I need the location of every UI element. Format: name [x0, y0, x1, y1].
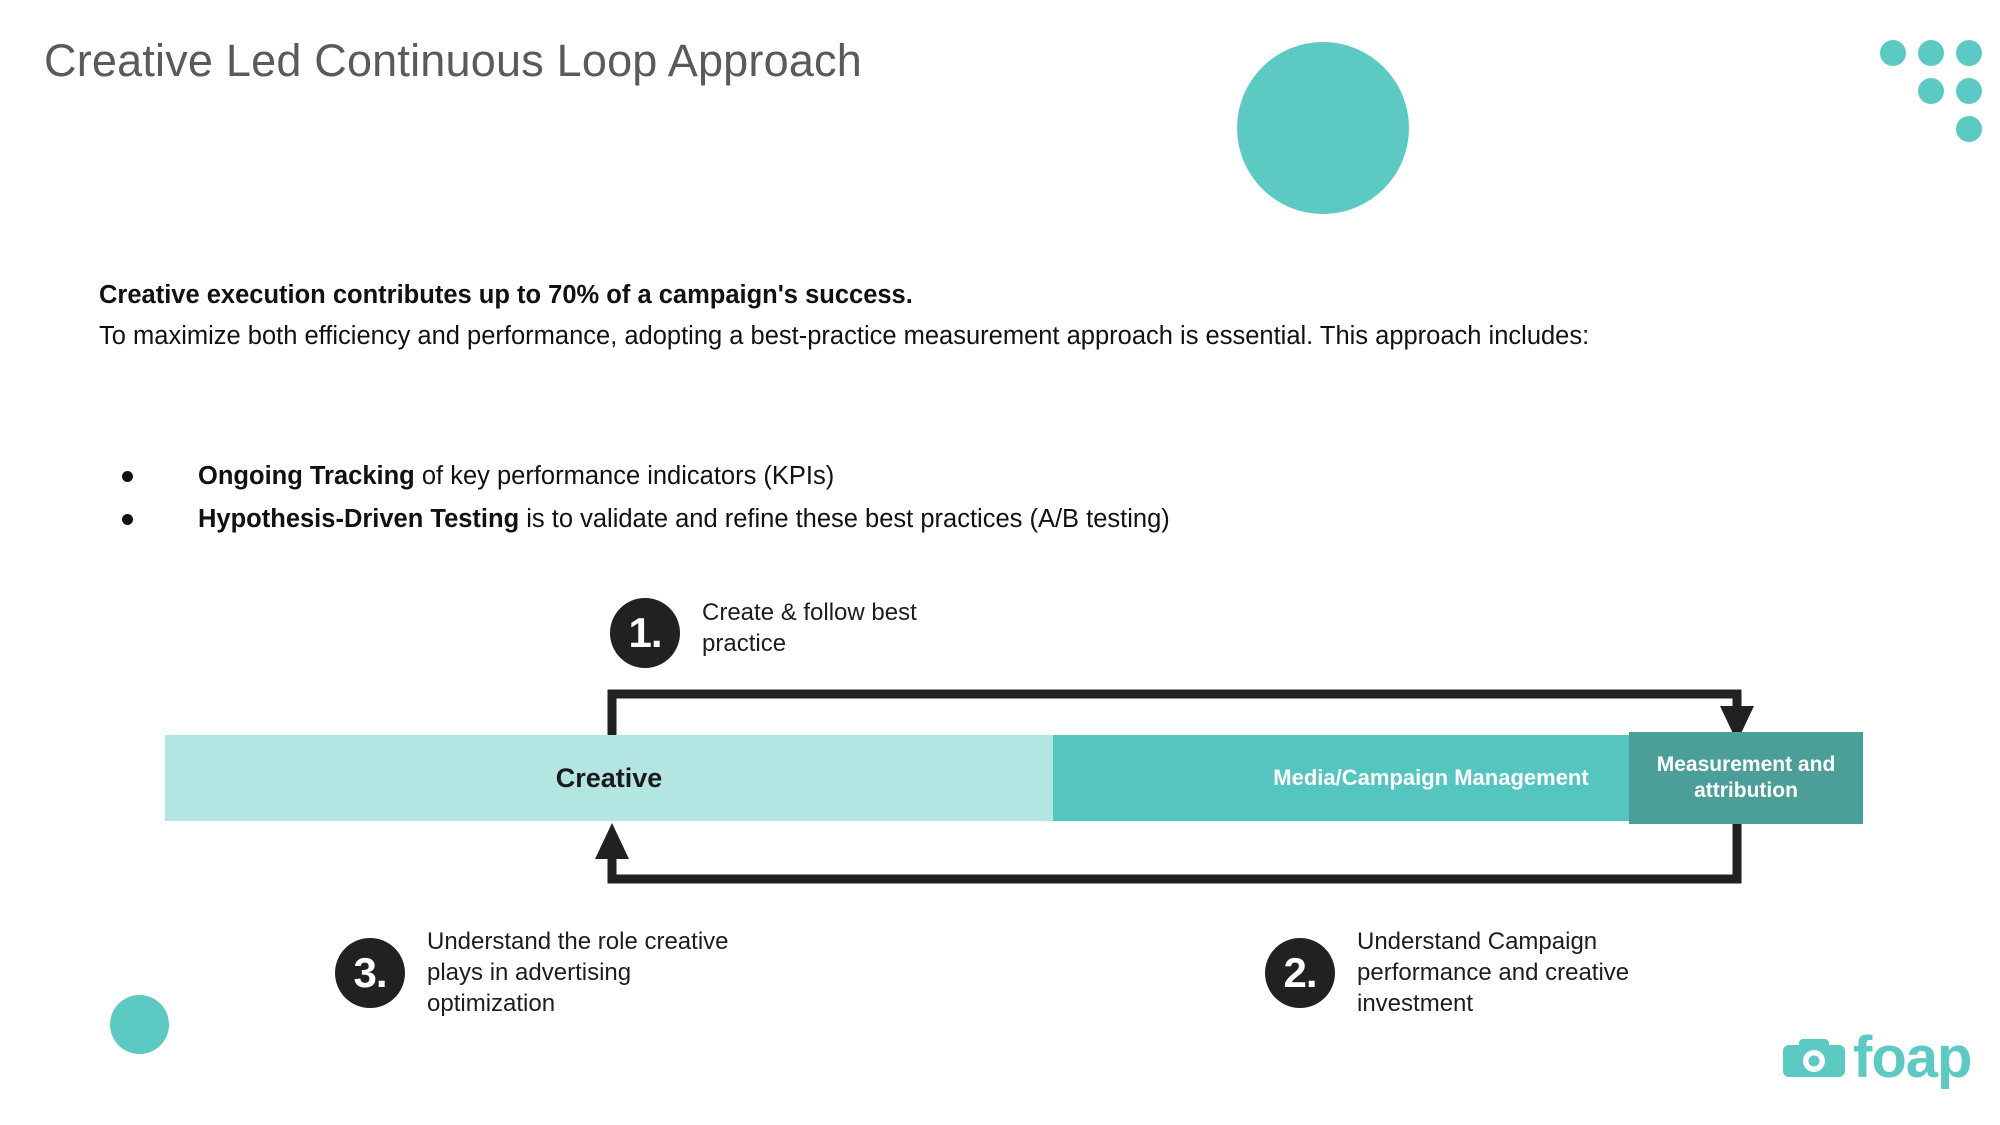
step-text-1: Create & follow best practice — [702, 599, 917, 657]
step-badge-1: 1. — [610, 598, 680, 668]
step-marker-1: 1. Create & follow best practice — [610, 598, 917, 668]
body-lead-line: Creative execution contributes up to 70%… — [99, 281, 913, 309]
step-marker-2: 2. Understand Campaign performance and c… — [1265, 928, 1629, 1019]
grid-dot — [1956, 116, 1982, 142]
foap-wordmark: foap — [1853, 1025, 1972, 1090]
decorative-circle-large — [1237, 42, 1409, 214]
bullet-list: Ongoing Tracking of key performance indi… — [122, 455, 1822, 541]
grid-dot — [1956, 78, 1982, 104]
camera-icon — [1783, 1039, 1845, 1077]
bullet-rest-text: is to validate and refine these best pra… — [519, 505, 1170, 533]
list-item: Ongoing Tracking of key performance indi… — [122, 455, 1822, 498]
bar-label-measurement: Measurement and attribution — [1656, 753, 1836, 802]
step-badge-2: 2. — [1265, 938, 1335, 1008]
grid-dot — [1918, 40, 1944, 66]
step-text-2: Understand Campaign performance and crea… — [1357, 928, 1630, 1017]
foap-logo: foap — [1783, 1025, 1972, 1090]
bullet-dot-icon — [122, 471, 133, 482]
process-bar-row: Creative Media/Campaign Management Measu… — [165, 732, 1874, 824]
top-loop-arrow-path — [607, 689, 1742, 738]
bullet-strong-text: Hypothesis-Driven Testing — [198, 505, 520, 533]
bar-label-creative: Creative — [555, 762, 663, 793]
bullet-rest-text: of key performance indicators (KPIs) — [414, 462, 835, 490]
bullet-dot-icon — [122, 514, 133, 525]
grid-dot — [1880, 40, 1906, 66]
bottom-loop-arrow-path — [607, 824, 1742, 884]
list-item: Hypothesis-Driven Testing is to validate… — [122, 498, 1822, 541]
grid-dot — [1918, 78, 1944, 104]
grid-dot — [1956, 40, 1982, 66]
step-marker-3: 3. Understand the role creative plays in… — [335, 928, 729, 1019]
bullet-strong-text: Ongoing Tracking — [198, 462, 415, 490]
body-copy: Creative execution contributes up to 70%… — [99, 275, 1859, 357]
top-loop-arrowhead — [1720, 706, 1754, 742]
bar-segment-measurement-and-attribution[interactable]: Measurement and attribution — [1629, 732, 1863, 824]
step-badge-3: 3. — [335, 938, 405, 1008]
bar-label-media: Media/Campaign Management — [1273, 765, 1589, 790]
decorative-dot-grid — [1880, 40, 1990, 142]
bar-segment-media-campaign-management[interactable]: Media/Campaign Management — [1053, 735, 1809, 821]
body-sub-line: To maximize both efficiency and performa… — [99, 322, 1590, 350]
decorative-circle-small — [110, 995, 169, 1054]
page-title: Creative Led Continuous Loop Approach — [44, 35, 862, 86]
bottom-loop-arrowhead — [595, 823, 629, 859]
bar-segment-creative[interactable]: Creative — [165, 735, 1053, 821]
step-text-3: Understand the role creative plays in ad… — [427, 928, 729, 1017]
